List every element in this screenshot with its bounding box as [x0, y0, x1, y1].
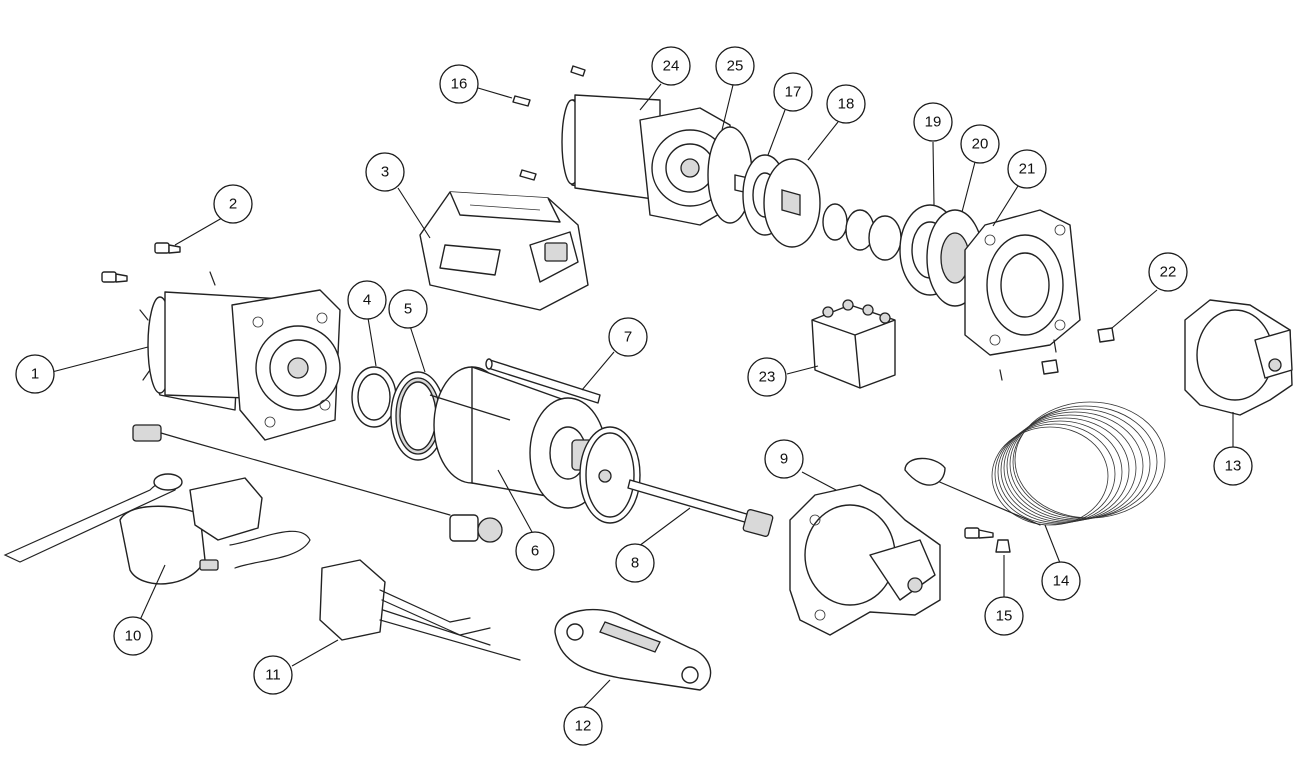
callout-18-label: 18 [838, 96, 855, 113]
part-7-tie-rod [485, 358, 601, 404]
callout-13-label: 13 [1225, 458, 1242, 475]
callout-2: 2 [213, 184, 253, 224]
callout-8-label: 8 [631, 555, 639, 572]
part-15-screw [964, 527, 1011, 553]
part-16-screws [512, 65, 586, 181]
callout-3-label: 3 [381, 164, 389, 181]
callout-10: 10 [113, 616, 153, 656]
callout-20: 20 [960, 124, 1000, 164]
callout-5-label: 5 [404, 301, 412, 318]
part-18-carrier [763, 158, 821, 248]
callout-3: 3 [365, 152, 405, 192]
part-12-fairlead [554, 609, 712, 691]
callout-16: 16 [439, 64, 479, 104]
callout-25: 25 [715, 46, 755, 86]
callout-25-label: 25 [727, 58, 744, 75]
callout-4-label: 4 [363, 292, 371, 309]
callout-17-label: 17 [785, 84, 802, 101]
callout-22: 22 [1148, 252, 1188, 292]
callout-2-label: 2 [229, 196, 237, 213]
callout-22-label: 22 [1160, 264, 1177, 281]
callout-24-label: 24 [663, 58, 680, 75]
part-3-cover [419, 191, 589, 311]
part-14-wire-rope [904, 401, 1166, 526]
part-24-motor [561, 94, 736, 226]
callout-19-label: 19 [925, 114, 942, 131]
callout-9: 9 [764, 439, 804, 479]
part-11-control-module [319, 559, 521, 661]
callout-11: 11 [253, 655, 293, 695]
callout-8: 8 [615, 543, 655, 583]
callout-13: 13 [1213, 446, 1253, 486]
callout-18: 18 [826, 84, 866, 124]
callout-14-label: 14 [1053, 573, 1070, 590]
callout-6-label: 6 [531, 543, 539, 560]
callout-24: 24 [651, 46, 691, 86]
callout-16-label: 16 [451, 76, 468, 93]
callout-17: 17 [773, 72, 813, 112]
part-6-end-ring [579, 426, 641, 524]
leader-lines [51, 83, 1234, 708]
callout-19: 19 [913, 102, 953, 142]
callout-20-label: 20 [972, 136, 989, 153]
callout-15-label: 15 [996, 608, 1013, 625]
part-1-motor [139, 271, 341, 441]
part-10-remote [3, 473, 311, 585]
part-18-sun-gears [822, 203, 902, 261]
callout-9-label: 9 [780, 451, 788, 468]
callout-5: 5 [388, 289, 428, 329]
callout-23: 23 [747, 357, 787, 397]
callout-1-label: 1 [31, 366, 39, 383]
callout-6: 6 [515, 531, 555, 571]
callout-23-label: 23 [759, 369, 776, 386]
part-22-clips [999, 327, 1115, 381]
callout-7: 7 [608, 317, 648, 357]
part-13-end-housing [1184, 299, 1293, 416]
callout-15: 15 [984, 596, 1024, 636]
callout-12-label: 12 [575, 718, 592, 735]
callout-21-label: 21 [1019, 161, 1036, 178]
callout-4: 4 [347, 280, 387, 320]
part-23-contactor [811, 299, 896, 389]
callout-10-label: 10 [125, 628, 142, 645]
part-2-bolts [101, 242, 181, 283]
part-5-gasket [390, 371, 446, 461]
part-8-shaft [627, 479, 774, 537]
part-9-gear-housing [789, 484, 941, 636]
part-21-housing [964, 209, 1081, 356]
callout-12: 12 [563, 706, 603, 746]
callout-7-label: 7 [624, 329, 632, 346]
part-4-ring [351, 366, 397, 428]
callout-11-label: 11 [265, 667, 281, 684]
callout-14: 14 [1041, 561, 1081, 601]
callout-21: 21 [1007, 149, 1047, 189]
part-10-cable-plug [132, 424, 503, 543]
callout-1: 1 [15, 354, 55, 394]
